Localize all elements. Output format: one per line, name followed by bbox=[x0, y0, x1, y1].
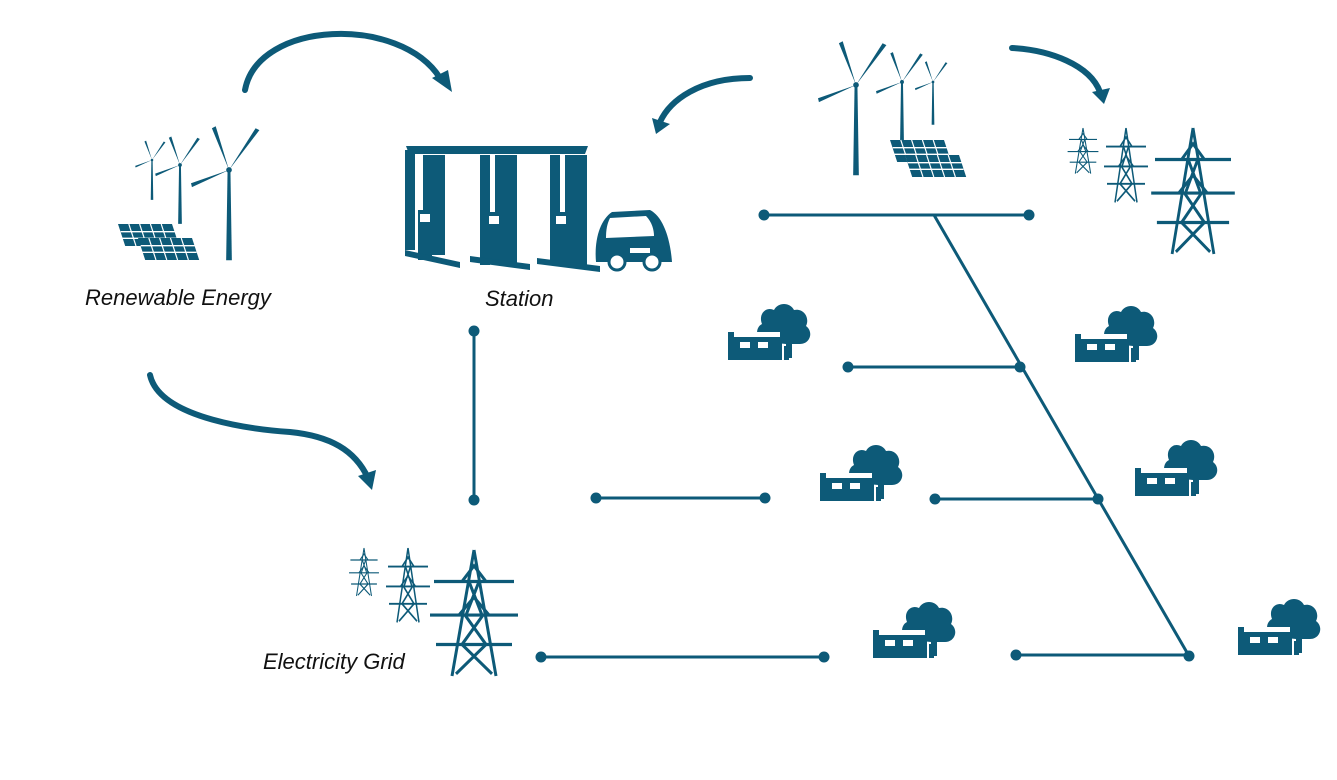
house-with-tree-icon bbox=[1075, 306, 1158, 362]
electric-car-icon bbox=[595, 210, 672, 272]
connection-nodes bbox=[468, 209, 1195, 663]
solar-panel-icon bbox=[889, 139, 967, 178]
curved-arrow-icon bbox=[147, 372, 376, 490]
wind-turbine-icon bbox=[876, 52, 923, 144]
renewable-energy-icon bbox=[818, 41, 967, 178]
curved-arrow-icon bbox=[1009, 45, 1110, 104]
transmission-tower-icon bbox=[1067, 126, 1237, 256]
connection-lines bbox=[472, 213, 1191, 659]
renewable-energy-label: Renewable Energy bbox=[85, 285, 271, 310]
charging-station-icon bbox=[405, 146, 600, 272]
renewable-energy-icon bbox=[117, 126, 260, 261]
house-with-tree-icon bbox=[1135, 440, 1218, 496]
electricity-grid-label: Electricity Grid bbox=[263, 649, 405, 674]
house-with-tree-icon bbox=[1238, 599, 1321, 655]
wind-turbine-icon bbox=[818, 41, 887, 176]
wind-turbine-icon bbox=[135, 140, 166, 200]
wind-turbine-icon bbox=[915, 61, 948, 125]
curved-arrow-icon bbox=[652, 75, 753, 134]
solar-panel-icon bbox=[117, 223, 200, 261]
curved-arrow-icon bbox=[242, 30, 452, 93]
house-with-tree-icon bbox=[873, 602, 956, 658]
house-with-tree-icon bbox=[820, 445, 903, 501]
wind-turbine-icon bbox=[155, 136, 200, 224]
house-with-tree-icon bbox=[728, 304, 811, 360]
station-label: Station bbox=[485, 286, 554, 311]
wind-turbine-icon bbox=[191, 126, 260, 261]
